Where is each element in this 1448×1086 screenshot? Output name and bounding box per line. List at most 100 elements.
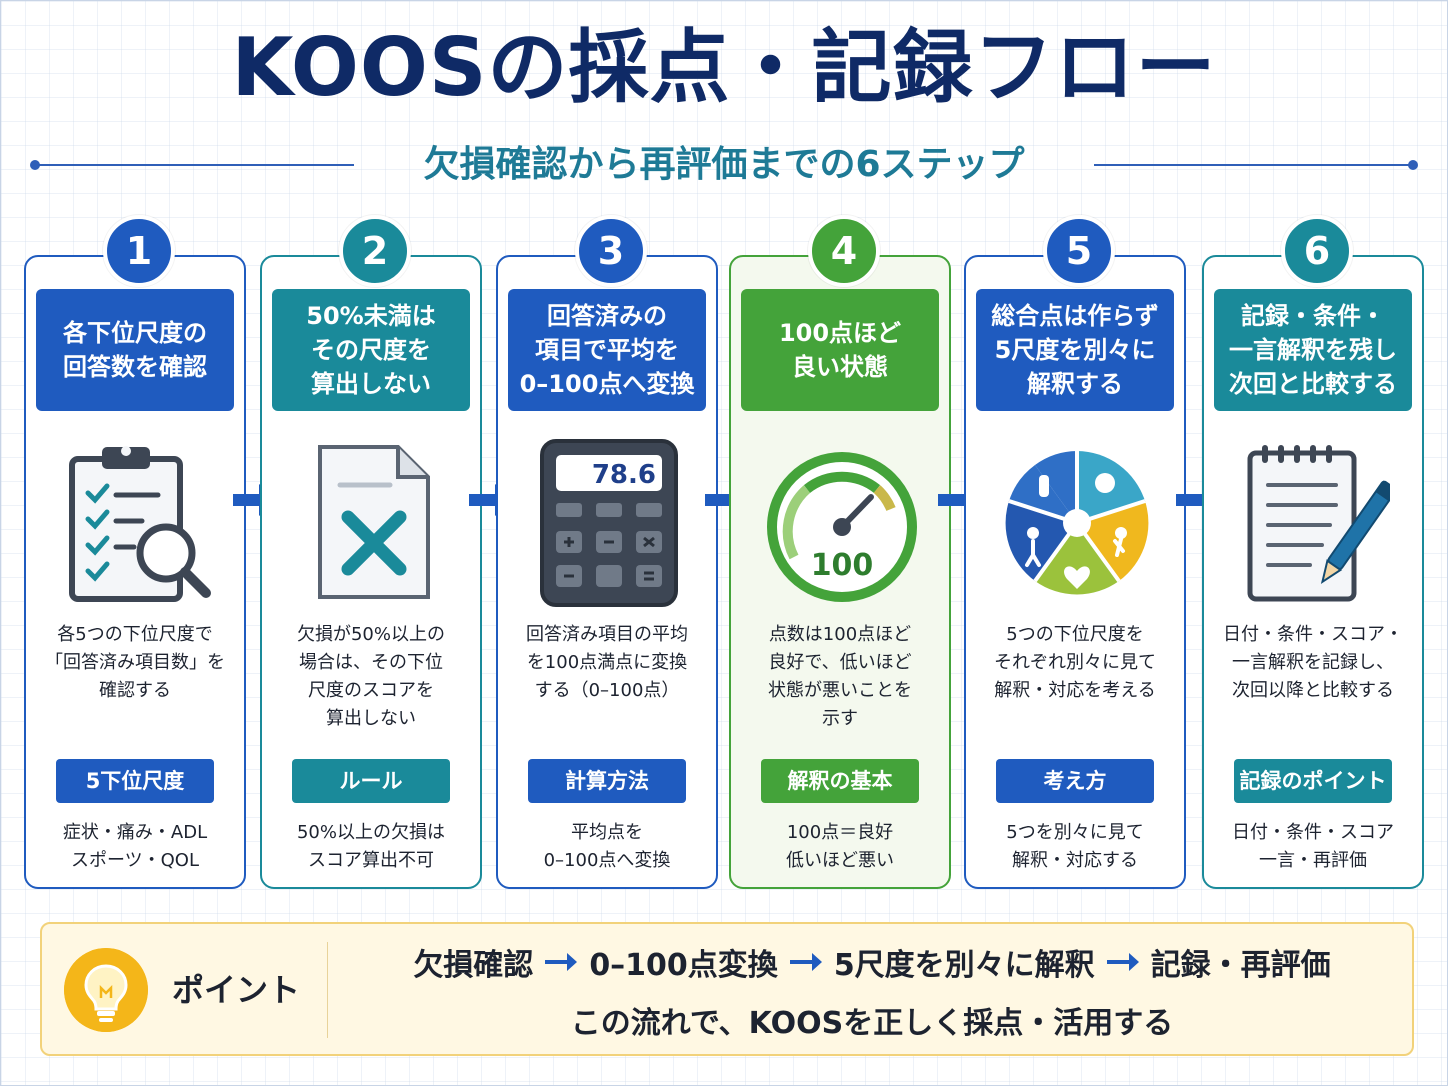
step-heading-line: 次回と比較する	[1229, 370, 1397, 398]
step-heading-line: 5尺度を別々に	[994, 336, 1156, 364]
step-card-3: 3 回答済みの 項目で平均を 0–100点へ変換 78.6 回答済み項目の平均 …	[496, 215, 718, 889]
step-card-2: 2 50%未満は その尺度を 算出しない 欠損が50%以上の 場合は、その下位 …	[260, 215, 482, 889]
step-number-badge: 1	[103, 215, 175, 287]
point-divider	[327, 942, 328, 1038]
step-description: 欠損が50%以上の 場合は、その下位 尺度のスコアを 算出しない	[270, 621, 472, 733]
step-note-line: 日付・条件・スコア	[1232, 822, 1394, 843]
step-heading-line: 解釈する	[1027, 370, 1123, 398]
step-category-pill: 記録のポイント	[1234, 759, 1392, 803]
step-description-line: 状態が悪いことを	[768, 680, 912, 701]
step-description-line: 5つの下位尺度を	[1006, 624, 1144, 645]
lightbulb-icon	[64, 948, 148, 1032]
step-heading-line: 0–100点へ変換	[519, 370, 695, 398]
step-heading: 50%未満は その尺度を 算出しない	[272, 289, 470, 411]
step-note-line: 解釈・対応する	[1012, 850, 1138, 871]
step-note-line: スポーツ・QOL	[70, 850, 199, 871]
step-description-line: 一言解釈を記録し、	[1232, 652, 1394, 673]
step-note: 100点＝良好 低いほど悪い	[739, 819, 941, 875]
step-card-5: 5 総合点は作らず 5尺度を別々に 解釈する 5つの	[964, 215, 1186, 889]
step-heading-line: 100点ほど	[778, 319, 902, 347]
step-heading-line: 良い状態	[792, 353, 888, 381]
point-label: ポイント	[172, 971, 301, 1009]
step-note-line: 一言・再評価	[1259, 850, 1367, 871]
step-note-line: 低いほど悪い	[786, 850, 894, 871]
step-heading: 各下位尺度の 回答数を確認	[36, 289, 234, 411]
step-note: 5つを別々に見て 解釈・対応する	[974, 819, 1176, 875]
step-note-line: 5つを別々に見て	[1006, 822, 1144, 843]
step-description-line: 算出しない	[326, 708, 416, 729]
step-description: 日付・条件・スコア・ 一言解釈を記録し、 次回以降と比較する	[1212, 621, 1414, 705]
step-description-line: それぞれ別々に見て	[994, 652, 1156, 673]
step-description-line: 回答済み項目の平均	[526, 624, 688, 645]
flow-arrow-small-icon	[1106, 953, 1139, 971]
point-flow: 欠損確認 0–100点変換 5尺度を別々に解釈 記録・再評価	[342, 938, 1402, 986]
step-description-line: 尺度のスコアを	[308, 680, 434, 701]
step-number-badge: 3	[575, 215, 647, 287]
step-description-line: 次回以降と比較する	[1232, 680, 1394, 701]
step-description-line: 各5つの下位尺度で	[57, 624, 213, 645]
step-description-line: 確認する	[99, 680, 171, 701]
page-title: KOOSの採点・記録フロー	[231, 21, 1217, 114]
step-heading: 100点ほど 良い状態	[741, 289, 939, 411]
calculator-display: 78.6	[592, 460, 656, 490]
step-heading-line: 一言解釈を残し	[1229, 336, 1397, 364]
flow-step: 記録・再評価	[1150, 948, 1331, 983]
step-description-line: 欠損が50%以上の	[296, 624, 445, 645]
flow-step: 欠損確認	[413, 948, 534, 983]
step-description: 各5つの下位尺度で 「回答済み項目数」を 確認する	[34, 621, 236, 705]
notepad-pen-icon	[1247, 445, 1390, 602]
point-summary-text: この流れで、KOOSを正しく採点・活用する	[570, 1006, 1174, 1041]
step-heading-line: 総合点は作らず	[991, 302, 1159, 330]
step-note: 日付・条件・スコア 一言・再評価	[1212, 819, 1414, 875]
step-description-line: する（0–100点）	[534, 680, 680, 701]
step-category-pill: 考え方	[996, 759, 1154, 803]
step-description-line: 示す	[822, 708, 858, 729]
flow-step: 5尺度を別々に解釈	[833, 948, 1095, 983]
step-number-badge: 6	[1281, 215, 1353, 287]
step-number-badge: 4	[808, 215, 880, 287]
step-heading-line: 各下位尺度の	[63, 319, 207, 347]
step-heading: 回答済みの 項目で平均を 0–100点へ変換	[508, 289, 706, 411]
step-category-pill: 解釈の基本	[761, 759, 919, 803]
step-note: 症状・痛み・ADL スポーツ・QOL	[34, 819, 236, 875]
step-description: 点数は100点ほど 良好で、低いほど 状態が悪いことを 示す	[739, 621, 941, 733]
step-description-line: を100点満点に変換	[526, 652, 688, 673]
flow-arrow-small-icon	[545, 953, 578, 971]
point-summary-box: ポイント 欠損確認 0–100点変換 5尺度を別々に解釈 記録・再評価 この流れ…	[40, 922, 1414, 1056]
step-heading-line: 項目で平均を	[535, 336, 679, 364]
page-subtitle: 欠損確認から再評価までの6ステップ	[423, 144, 1025, 185]
gauge-icon: 100	[767, 452, 917, 602]
calculator-icon: 78.6	[540, 439, 678, 607]
flow-step: 0–100点変換	[589, 948, 778, 983]
step-description-line: 日付・条件・スコア・	[1223, 624, 1403, 645]
step-description-line: 点数は100点ほど	[768, 624, 912, 645]
step-description-line: 場合は、その下位	[299, 652, 443, 673]
step-card-6: 6 記録・条件・ 一言解釈を残し 次回と比較する 日付・条件・スコア・ 一言解	[1202, 215, 1424, 889]
step-description: 5つの下位尺度を それぞれ別々に見て 解釈・対応を考える	[974, 621, 1176, 705]
step-note-line: 平均点を	[571, 822, 643, 843]
step-heading: 総合点は作らず 5尺度を別々に 解釈する	[976, 289, 1174, 411]
subtitle-line-right	[1094, 164, 1414, 166]
step-note-line: 症状・痛み・ADL	[62, 822, 208, 843]
step-heading-line: 記録・条件・	[1241, 302, 1385, 330]
step-heading-line: 回答数を確認	[63, 353, 207, 381]
step-number-badge: 2	[339, 215, 411, 287]
step-card-1: 1 各下位尺度の 回答数を確認 各5つの下位尺度で 「回答済み項目数」を 確認す…	[24, 215, 246, 889]
step-description-line: 「回答済み項目数」を	[45, 652, 225, 673]
step-description-line: 解釈・対応を考える	[994, 680, 1156, 701]
step-card-4: 4 100点ほど 良い状態 100 点数は100点ほど 良好で、低いほど 状態が…	[729, 215, 951, 889]
step-category-pill: 5下位尺度	[56, 759, 214, 803]
step-heading-line: 回答済みの	[547, 302, 667, 330]
step-heading: 記録・条件・ 一言解釈を残し 次回と比較する	[1214, 289, 1412, 411]
step-description-line: 良好で、低いほど	[768, 652, 912, 673]
step-heading-line: 算出しない	[311, 370, 431, 398]
step-category-pill: ルール	[292, 759, 450, 803]
step-note-line: 50%以上の欠損は	[296, 822, 445, 843]
step-category-pill: 計算方法	[528, 759, 686, 803]
puzzle-wheel-icon	[1005, 451, 1149, 595]
gauge-value: 100	[811, 548, 874, 583]
step-description: 回答済み項目の平均 を100点満点に変換 する（0–100点）	[506, 621, 708, 705]
step-heading-line: 50%未満は	[306, 302, 436, 330]
step-note: 50%以上の欠損は スコア算出不可	[270, 819, 472, 875]
clipboard-magnifier-icon	[69, 446, 211, 602]
